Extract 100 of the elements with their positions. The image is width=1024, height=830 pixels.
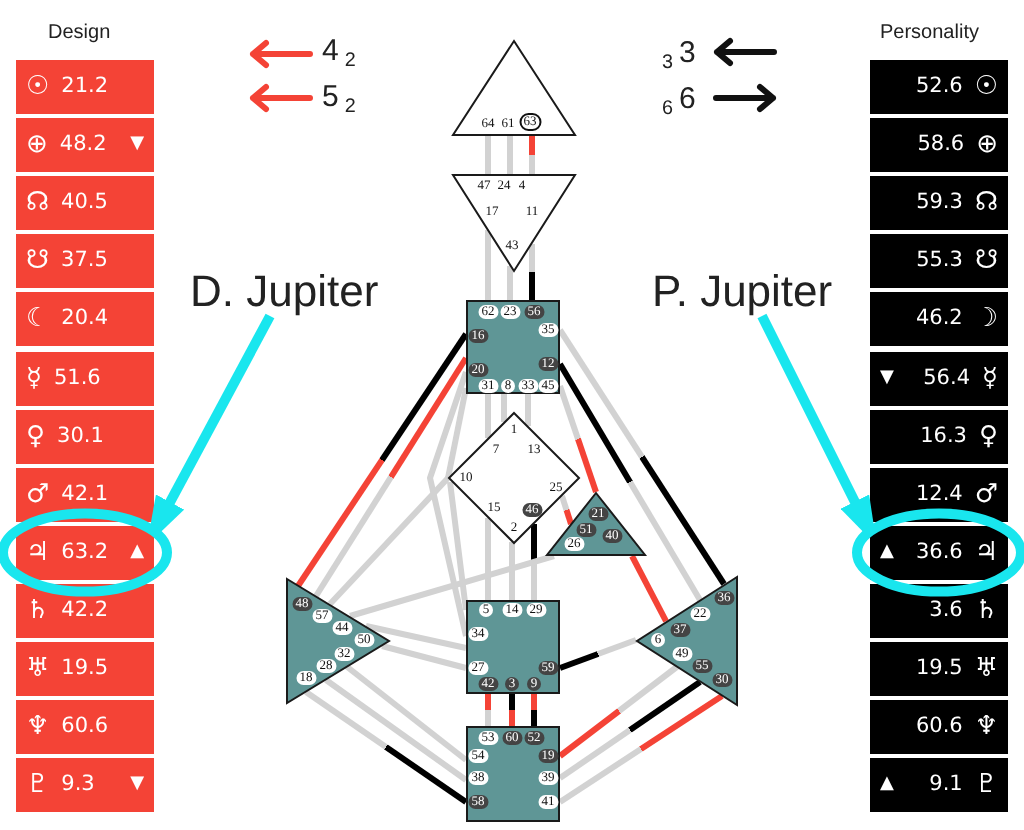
- channel-line: [558, 679, 702, 781]
- activation-value: 46.2: [915, 306, 963, 333]
- planet-row: [870, 234, 1008, 289]
- channel-line: [557, 328, 727, 586]
- planet-symbol: ☋: [26, 246, 50, 277]
- activation-value: 48.2: [59, 132, 107, 159]
- planet-row: [16, 409, 154, 464]
- planet-symbol: ♀: [26, 421, 46, 452]
- activation-value: 59.3: [916, 190, 963, 217]
- planet-symbol: ♅: [974, 654, 998, 684]
- callout-text: D. Jupiter: [190, 268, 379, 316]
- channel-line: [365, 623, 467, 651]
- planet-row: [870, 60, 1008, 114]
- planet-row: [16, 118, 154, 173]
- activation-value: 21.2: [61, 74, 109, 100]
- planet-symbol: ♄: [974, 595, 998, 626]
- planet-row: [16, 758, 154, 813]
- channel-line: [509, 542, 515, 600]
- channel-line: [327, 475, 451, 607]
- planet-row: [16, 642, 154, 696]
- planet-symbol: ☉: [26, 72, 50, 102]
- variable-label: $_{3}$3: [660, 36, 696, 78]
- channel-line: [349, 553, 555, 619]
- planet-row: [870, 118, 1008, 173]
- channel-line: [558, 637, 638, 671]
- activation-value: 9.1: [929, 772, 963, 799]
- planet-row: [870, 351, 1008, 405]
- activation-value: 37.5: [61, 248, 108, 275]
- activation-value: 55.3: [916, 248, 963, 275]
- activation-value: 12.4: [915, 481, 963, 508]
- planet-row: [870, 758, 1008, 813]
- planet-symbol: ☾: [26, 304, 50, 335]
- planet-symbol: ☊: [974, 188, 998, 219]
- triangle-marker: ▲: [880, 541, 894, 564]
- activation-value: 40.5: [61, 190, 108, 217]
- planet-row: [870, 292, 1008, 347]
- channel-line: [447, 481, 469, 611]
- channel-line: [485, 394, 491, 438]
- center-triangle: [452, 40, 576, 136]
- planet-row: [870, 700, 1008, 755]
- planet-symbol: ☿: [982, 363, 998, 393]
- planet-row: [870, 409, 1008, 464]
- variable-label: 5$_{2}$: [322, 80, 358, 122]
- activation-value: 58.6: [917, 132, 965, 159]
- planet-row: [16, 525, 154, 580]
- planet-symbol: ♀: [978, 421, 998, 452]
- planet-row: [16, 700, 154, 755]
- planet-symbol: ⊕: [26, 130, 48, 161]
- planet-row: [16, 292, 154, 347]
- activation-value: 30.1: [57, 423, 104, 450]
- planet-symbol: ♇: [974, 770, 998, 801]
- channel-line: [304, 689, 468, 805]
- channel-line: [344, 663, 468, 763]
- channel-line: [509, 694, 515, 726]
- activation-value: 9.3: [61, 772, 95, 799]
- variable-label: 4$_{2}$: [322, 34, 358, 76]
- planet-row: [16, 234, 154, 289]
- activation-value: 20.4: [61, 306, 109, 333]
- activation-value: 3.6: [929, 597, 963, 624]
- activation-value: 60.6: [61, 714, 109, 741]
- callout-text: P. Jupiter: [652, 268, 833, 316]
- channel-line: [485, 136, 491, 174]
- triangle-marker: ▼: [130, 134, 144, 157]
- planet-symbol: ♄: [26, 595, 50, 626]
- channel-line: [559, 495, 574, 525]
- channel-line: [531, 694, 537, 726]
- channel-line: [324, 677, 468, 783]
- activation-value: 42.2: [61, 597, 109, 624]
- triangle-marker: ▲: [880, 774, 894, 797]
- triangle-marker: ▼: [130, 774, 144, 797]
- center-triangle: [286, 578, 390, 704]
- planet-symbol: ♃: [974, 537, 998, 568]
- column-heading: Personality: [880, 22, 979, 46]
- planet-row: [870, 642, 1008, 696]
- planet-symbol: ♃: [26, 537, 50, 568]
- center-square: [466, 726, 560, 822]
- planet-row: [16, 351, 154, 405]
- column-heading: Design: [48, 22, 111, 46]
- planet-symbol: ☊: [26, 188, 50, 219]
- center-diamond: [448, 412, 580, 544]
- channel-line: [558, 693, 724, 805]
- planet-symbol: ☋: [974, 246, 998, 277]
- channel-line: [313, 356, 469, 598]
- channel-line: [558, 663, 680, 759]
- planet-symbol: ☽: [974, 304, 998, 335]
- planet-symbol: ♂: [974, 479, 998, 510]
- channel-line: [557, 385, 599, 493]
- planet-row: [870, 176, 1008, 231]
- planet-symbol: ♇: [26, 770, 50, 801]
- planet-symbol: ♂: [26, 479, 50, 510]
- variable-label: $_{6}$6: [660, 82, 696, 124]
- planet-symbol: ☿: [26, 363, 42, 393]
- planet-symbol: ♆: [26, 712, 50, 743]
- planet-row: [16, 176, 154, 231]
- activation-value: 51.6: [53, 365, 101, 391]
- channel-line: [529, 136, 535, 174]
- channel-line: [485, 518, 491, 600]
- channel-line: [427, 371, 469, 637]
- channel-line: [381, 643, 467, 671]
- planet-row: [870, 525, 1008, 580]
